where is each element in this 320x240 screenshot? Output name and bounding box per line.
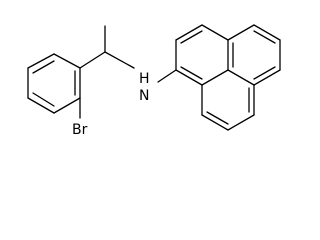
bond-naph-c-double-1 (206, 111, 229, 125)
bond-naph-b5 (227, 69, 255, 86)
bond-ch-to-phenyl (79, 51, 106, 69)
bond-naph-a-double-2 (180, 66, 203, 80)
molecule-structure-diagram: H N Br (27, 24, 281, 138)
bond-naph-a6 (175, 69, 203, 86)
bond-phenyl-double-1 (32, 60, 55, 74)
bond-naph-c2 (201, 114, 229, 131)
atom-label-nitrogen: N (139, 88, 149, 104)
atom-label-group: H N Br (72, 71, 152, 138)
bond-phenyl-double-2 (32, 92, 55, 107)
bond-naph-b-double-2 (253, 30, 276, 44)
bond-n-to-naphthyl (157, 69, 177, 83)
bond-phenyl-4 (27, 97, 55, 114)
bond-phenyl-2 (27, 53, 55, 69)
bond-ch-to-n (104, 51, 135, 69)
atom-label-bromine: Br (72, 122, 88, 138)
atom-label-hydrogen: H (139, 71, 150, 87)
bond-naph-a-double-1 (180, 30, 203, 44)
bond-naph-a2 (175, 24, 203, 41)
bond-phenyl-5 (53, 97, 81, 114)
bond-naph-b1 (227, 24, 255, 41)
bond-naph-a5 (201, 69, 229, 86)
bond-group (27, 24, 281, 131)
bond-phenyl-1 (53, 53, 81, 69)
bond-naph-a3 (201, 24, 229, 41)
bond-naph-b-double-3 (253, 66, 276, 80)
bond-naph-c3 (227, 114, 255, 131)
bond-naph-b2 (253, 24, 281, 41)
bond-naph-b4 (253, 69, 281, 86)
